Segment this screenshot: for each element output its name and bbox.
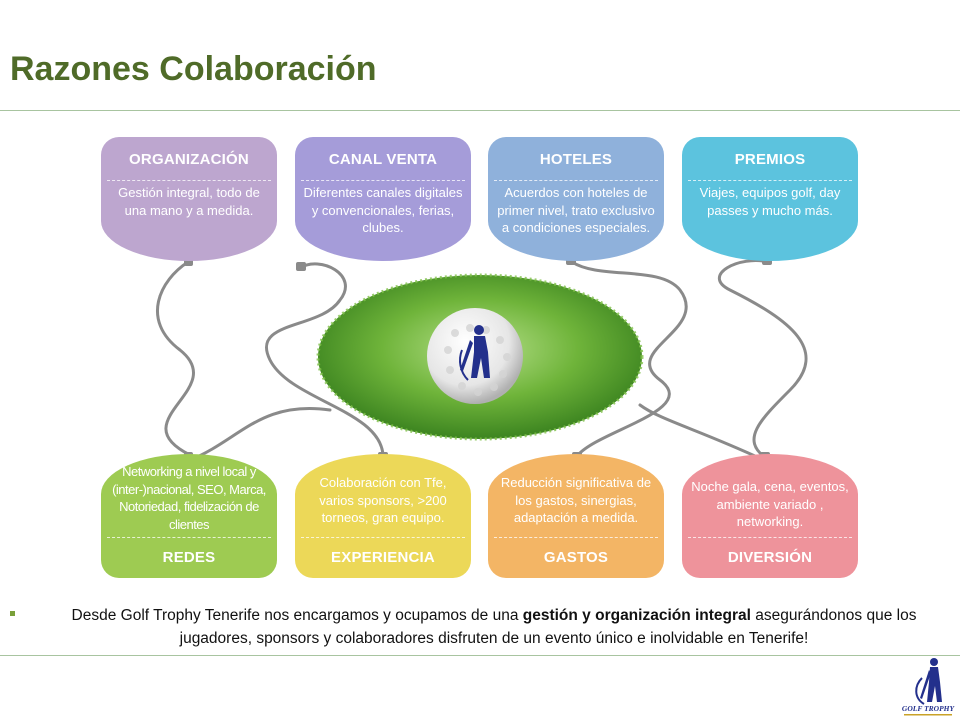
card-heading: HOTELES (539, 151, 613, 168)
bottom-divider (0, 655, 960, 656)
card-heading: EXPERIENCIA (331, 549, 435, 566)
card-redes: Networking a nivel local y (inter-)nacio… (101, 454, 277, 578)
card-heading: DIVERSIÓN (727, 549, 813, 566)
card-description: Reducción significativa de los gastos, s… (500, 475, 652, 525)
card-description: Gestión integral, todo de una mano y a m… (118, 185, 260, 218)
card-description: Viajes, equipos golf, day passes y mucho… (699, 185, 841, 218)
card-canal-venta: CANAL VENTA Diferentes canales digitales… (295, 137, 471, 261)
card-premios: PREMIOS Viajes, equipos golf, day passes… (682, 137, 858, 261)
page-title: Razones Colaboración (10, 50, 377, 88)
card-description: Diferentes canales digitales y convencio… (303, 185, 463, 235)
card-organizacion: ORGANIZACIÓN Gestión integral, todo de u… (101, 137, 277, 261)
card-description: Networking a nivel local y (inter-)nacio… (112, 464, 266, 532)
card-heading: CANAL VENTA (328, 151, 438, 168)
card-description: Colaboración con Tfe, varios sponsors, >… (319, 475, 447, 525)
card-gastos: Reducción significativa de los gastos, s… (488, 454, 664, 578)
card-experiencia: Colaboración con Tfe, varios sponsors, >… (295, 454, 471, 578)
golfer-icon (459, 325, 490, 381)
top-divider (0, 110, 960, 111)
bullet-paragraph: Desde Golf Trophy Tenerife nos encargamo… (10, 604, 950, 650)
golf-trophy-logo-icon: GOLF TROPHY (902, 658, 956, 716)
card-diversion: Noche gala, cena, eventos, ambiente vari… (682, 454, 858, 578)
card-heading: PREMIOS (734, 151, 806, 168)
card-description: Noche gala, cena, eventos, ambiente vari… (691, 479, 849, 529)
card-heading: ORGANIZACIÓN (129, 151, 249, 168)
card-description: Acuerdos con hoteles de primer nivel, tr… (497, 185, 655, 235)
bold-highlight: gestión y organización integral (522, 607, 751, 624)
card-hoteles: HOTELES Acuerdos con hoteles de primer n… (488, 137, 664, 261)
card-heading: REDES (162, 549, 216, 566)
card-heading: GASTOS (543, 549, 609, 566)
svg-text:GOLF TROPHY: GOLF TROPHY (902, 704, 956, 713)
bullet-icon (10, 611, 15, 616)
connector-strings (155, 259, 808, 464)
